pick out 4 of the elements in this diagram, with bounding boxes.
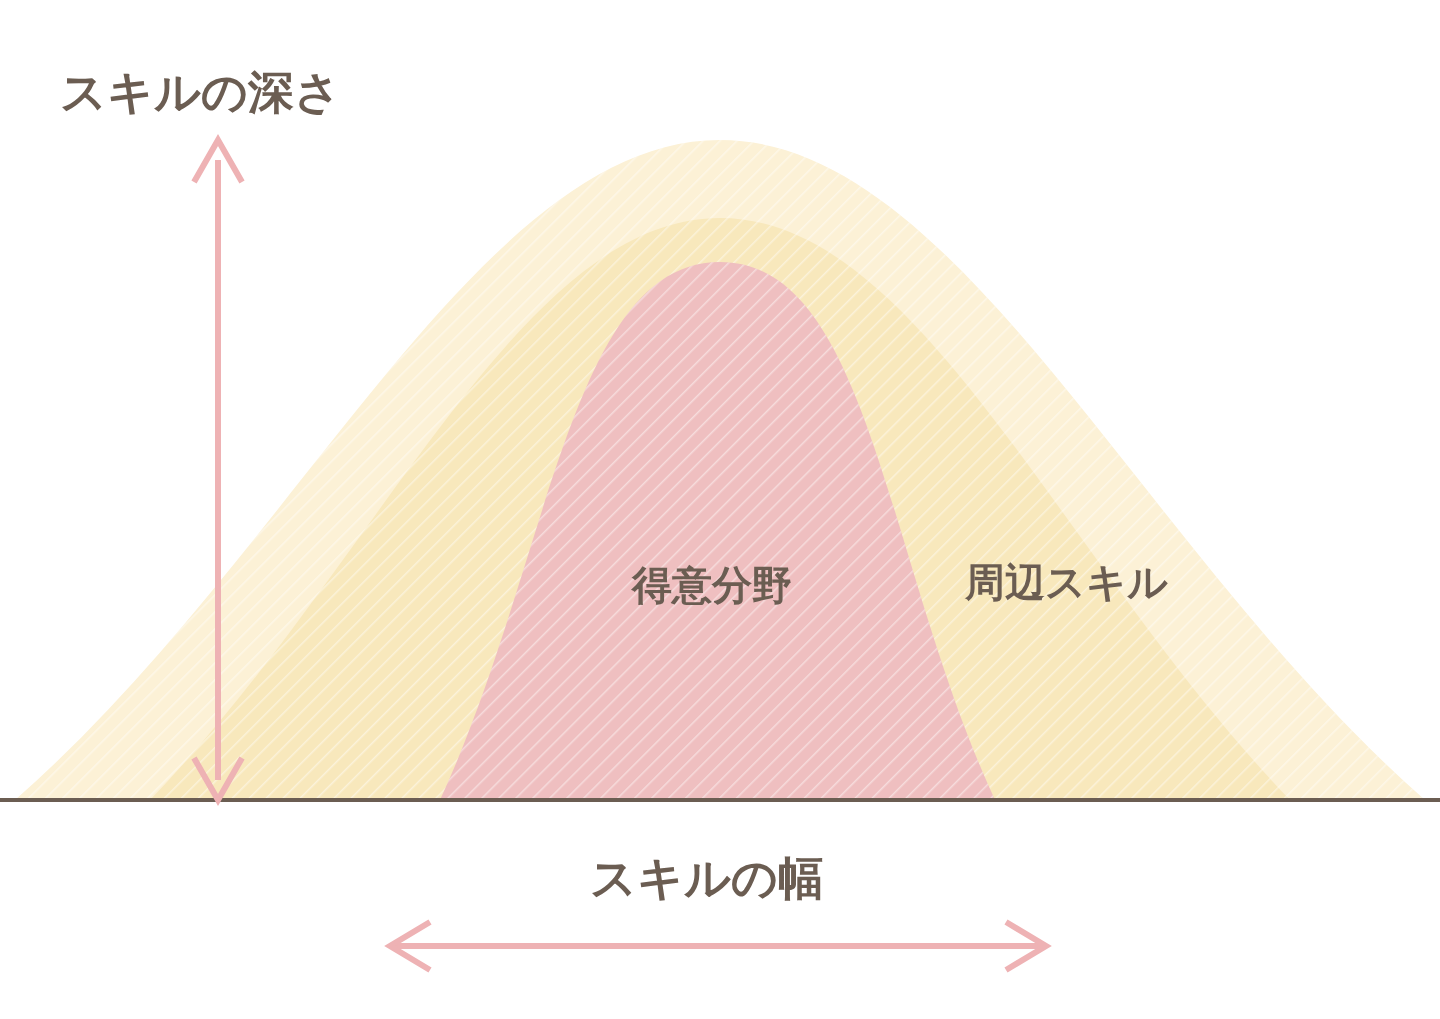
surrounding-skill-label: 周辺スキル bbox=[965, 558, 1168, 607]
axis-label: スキルの幅 bbox=[590, 850, 824, 907]
main-skill-label: 得意分野 bbox=[632, 561, 792, 610]
axis-label: スキルの深さ bbox=[60, 64, 341, 121]
